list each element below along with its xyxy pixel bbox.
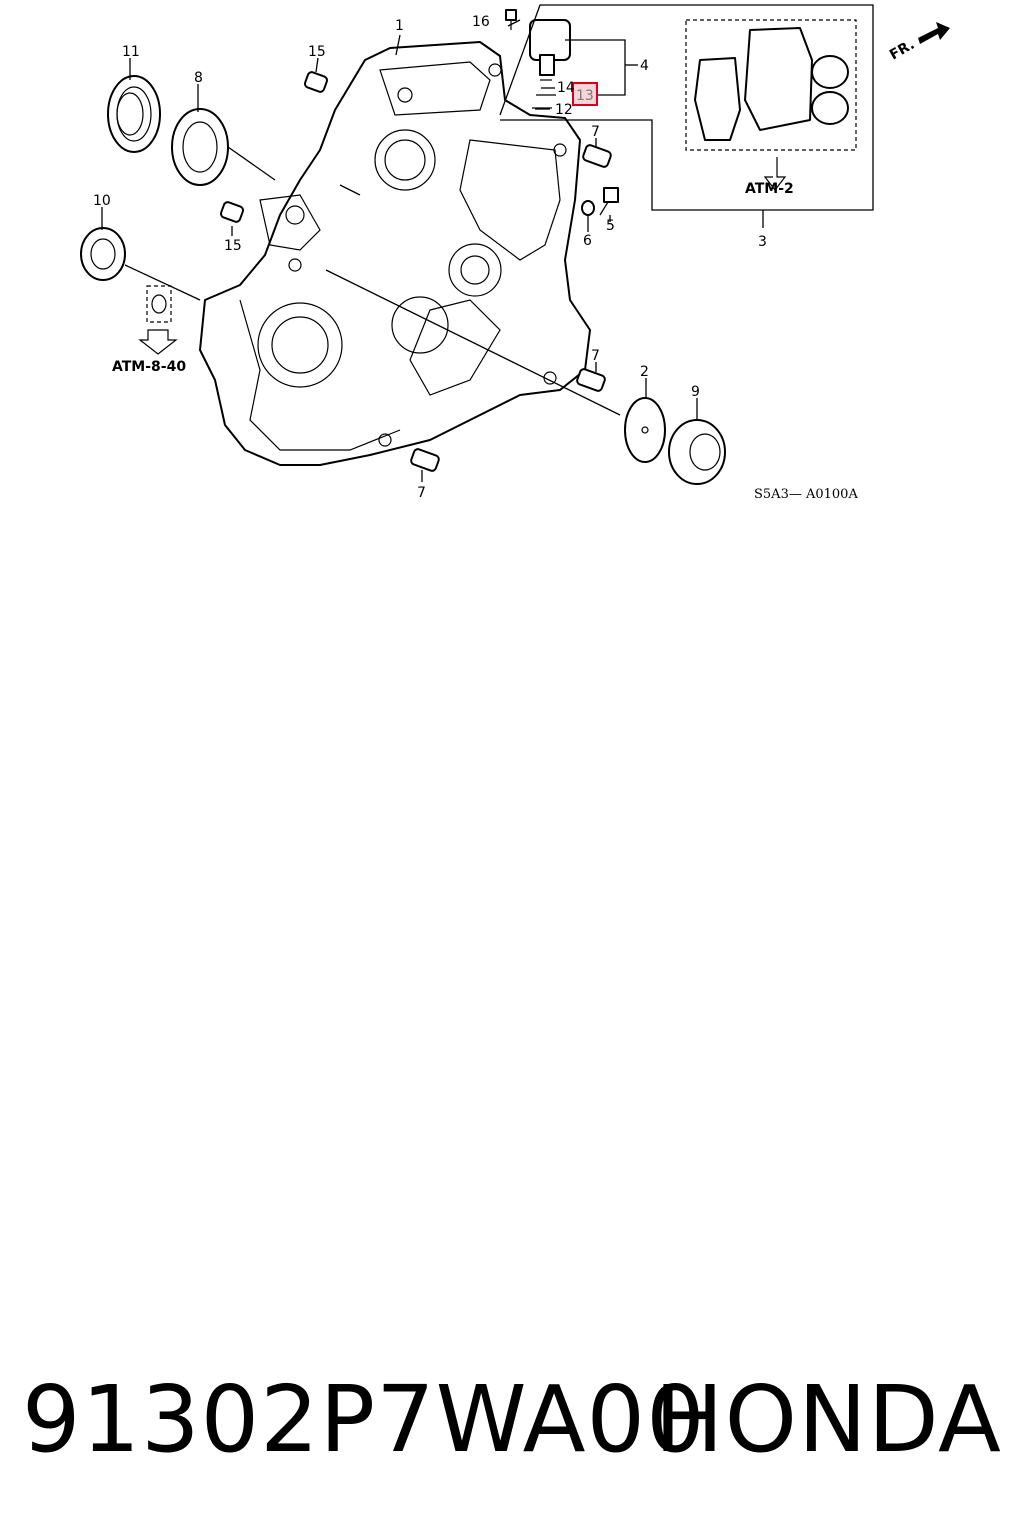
bolt-5	[599, 187, 619, 216]
solenoid-assembly-4	[529, 19, 638, 109]
atm-2-inset	[685, 19, 857, 191]
callout-3: 3	[758, 234, 767, 250]
reference-atm-2: ATM-2	[745, 181, 794, 197]
callout-1: 1	[395, 18, 404, 34]
callout-9: 9	[691, 384, 700, 400]
part-number: 91302P7WA00	[22, 1366, 706, 1473]
bearing-8	[171, 108, 229, 186]
leader-lines	[101, 19, 698, 482]
dowel-pin-15-top	[303, 71, 329, 93]
oil-seal-10	[80, 227, 126, 281]
callout-2: 2	[640, 364, 649, 380]
exploded-parts-diagram: 1 2 3 4 5 6 7 7 7 8 9 10 11 12 13 14 15 …	[80, 4, 950, 502]
callout-8: 8	[194, 70, 203, 86]
reference-atm-8-40: ATM-8-40	[112, 359, 186, 375]
callout-16: 16	[472, 14, 490, 30]
atm-8-40-arrow	[138, 329, 178, 355]
brand-name: HONDA	[654, 1366, 1002, 1473]
callout-15-left: 15	[224, 238, 242, 254]
callout-13: 13	[576, 88, 594, 104]
callout-13-highlight	[572, 82, 598, 106]
callout-7-middle: 7	[591, 348, 600, 364]
callout-10: 10	[93, 193, 111, 209]
callout-5: 5	[606, 218, 615, 234]
callout-4: 4	[640, 58, 649, 74]
front-label: FR.	[887, 37, 917, 64]
callout-7-bottom: 7	[417, 485, 426, 501]
callout-6: 6	[583, 233, 592, 249]
bolt-16	[505, 9, 517, 30]
dowel-pin-7-bottom	[410, 448, 440, 472]
transmission-housing	[199, 41, 591, 466]
callout-11: 11	[122, 44, 140, 60]
callout-7-top: 7	[591, 124, 600, 140]
assembly-3-bracket	[499, 4, 874, 211]
dowel-pin-7-top	[582, 144, 612, 168]
front-arrow-icon	[918, 22, 950, 44]
oil-seal-11	[107, 75, 161, 153]
dowel-pin-7-middle	[576, 368, 606, 392]
bearing-9	[668, 419, 726, 485]
callout-14: 14	[557, 80, 575, 96]
part-footer: 91302P7WA00 HONDA	[0, 1360, 1024, 1480]
dowel-pin-15-left	[219, 201, 245, 223]
atm-8-40-part	[146, 285, 172, 323]
callout-12: 12	[555, 102, 573, 118]
washer-6	[581, 200, 595, 216]
callout-15-top: 15	[308, 44, 326, 60]
shim-2	[624, 397, 666, 463]
drawing-code: S5A3— A0100A	[754, 487, 858, 502]
